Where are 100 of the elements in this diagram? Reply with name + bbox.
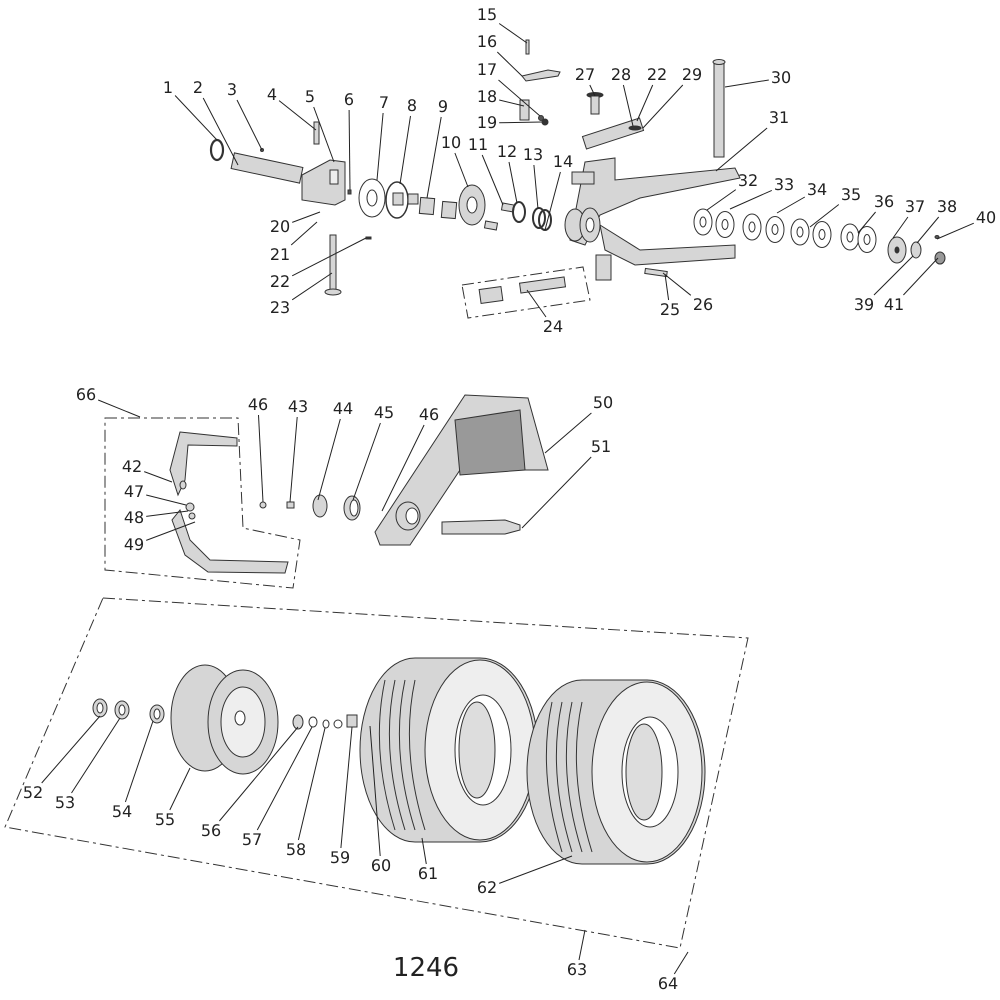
callout-number: 28: [610, 66, 632, 84]
leader-line: [71, 718, 120, 794]
leader-line: [124, 720, 154, 802]
callout-number: 32: [736, 172, 760, 190]
callout-number: 40: [974, 209, 998, 227]
leader-line: [298, 728, 326, 840]
leader-line: [874, 256, 914, 296]
drawing-number: 1246: [392, 953, 460, 983]
leader-line: [724, 80, 770, 88]
callout-number: 26: [692, 296, 714, 314]
leader-line: [664, 274, 670, 300]
leader-line: [902, 258, 938, 296]
callout-number: 15: [476, 6, 498, 24]
leader-line: [146, 522, 196, 541]
callout-number: 31: [768, 109, 790, 127]
callout-number: 64: [656, 975, 680, 993]
leader-line: [400, 116, 411, 184]
leader-line: [716, 128, 768, 172]
leader-line: [936, 222, 974, 240]
callout-number: 36: [872, 193, 896, 211]
leader-line: [169, 768, 190, 810]
leader-line: [858, 212, 876, 234]
callout-number: 9: [436, 98, 450, 116]
leader-line: [144, 471, 172, 482]
callout-number: 57: [240, 831, 264, 849]
callout-number: 6: [342, 91, 356, 109]
callout-number: 42: [120, 458, 144, 476]
callout-number: 7: [378, 94, 390, 112]
leader-line: [422, 838, 427, 864]
callout-number: 44: [332, 400, 354, 418]
leader-line: [382, 424, 425, 512]
callout-number: 21: [268, 246, 292, 264]
callout-number: 41: [882, 296, 906, 314]
callout-number: 37: [904, 198, 926, 216]
callout-number: 2: [192, 79, 204, 97]
callout-number: 52: [22, 784, 44, 802]
leader-line: [526, 290, 546, 318]
leader-line: [544, 412, 592, 454]
callout-number: 61: [416, 865, 440, 883]
callout-number: 43: [286, 398, 310, 416]
leader-line: [256, 726, 312, 830]
leader-line: [674, 952, 688, 974]
callout-number: 8: [406, 97, 418, 115]
callout-number: 24: [542, 318, 564, 336]
callout-number: 14: [552, 153, 574, 171]
callout-number: 23: [268, 299, 292, 317]
callout-number: 22: [268, 273, 292, 291]
callout-number: 19: [476, 114, 498, 132]
leader-line: [730, 190, 772, 210]
callout-number: 51: [590, 438, 612, 456]
leader-line: [348, 110, 350, 190]
leader-line: [98, 400, 140, 418]
callout-number: 63: [566, 961, 588, 979]
callout-number: 50: [592, 394, 614, 412]
leader-line: [578, 930, 586, 960]
callout-number: 29: [680, 66, 704, 84]
callout-number: 17: [476, 61, 498, 79]
callout-number: 45: [372, 404, 396, 422]
leader-line: [454, 152, 468, 188]
callout-number: 11: [466, 136, 490, 154]
callout-number: 46: [246, 396, 270, 414]
leader-line: [236, 100, 262, 150]
leader-line: [533, 164, 538, 210]
leader-line: [352, 422, 381, 500]
leader-line: [498, 23, 528, 44]
callout-number: 25: [658, 301, 682, 319]
leader-line: [292, 238, 366, 276]
callout-number: 18: [476, 88, 498, 106]
leader-line: [174, 95, 218, 140]
leader-line: [498, 856, 572, 884]
callout-number: 16: [476, 33, 498, 51]
callout-number: 1: [162, 79, 174, 97]
callout-number: 66: [74, 386, 98, 404]
leader-line: [218, 726, 298, 822]
callout-number: 35: [840, 186, 862, 204]
leader-line: [292, 212, 320, 223]
leader-line: [589, 84, 596, 96]
leader-line: [340, 726, 352, 848]
callout-number: 34: [806, 181, 828, 199]
callout-number: 56: [200, 822, 222, 840]
leader-line: [318, 418, 341, 500]
leader-line: [258, 414, 264, 502]
leader-line: [776, 196, 806, 214]
leader-line: [508, 162, 518, 204]
callout-number: 46: [418, 406, 440, 424]
leader-line: [498, 100, 524, 106]
callout-number: 62: [476, 879, 498, 897]
leader-line: [636, 84, 654, 122]
leader-line: [642, 84, 684, 128]
callout-number: 27: [574, 66, 596, 84]
leader-line: [146, 510, 188, 517]
callout-number: 10: [440, 134, 462, 152]
callout-number: 59: [328, 849, 352, 867]
callout-number: 20: [268, 218, 292, 236]
leader-line: [498, 122, 542, 124]
callout-number: 4: [266, 86, 278, 104]
callout-number: 38: [936, 198, 958, 216]
leader-line: [892, 216, 908, 238]
leader-line: [278, 100, 316, 130]
callout-number: 55: [154, 811, 176, 829]
